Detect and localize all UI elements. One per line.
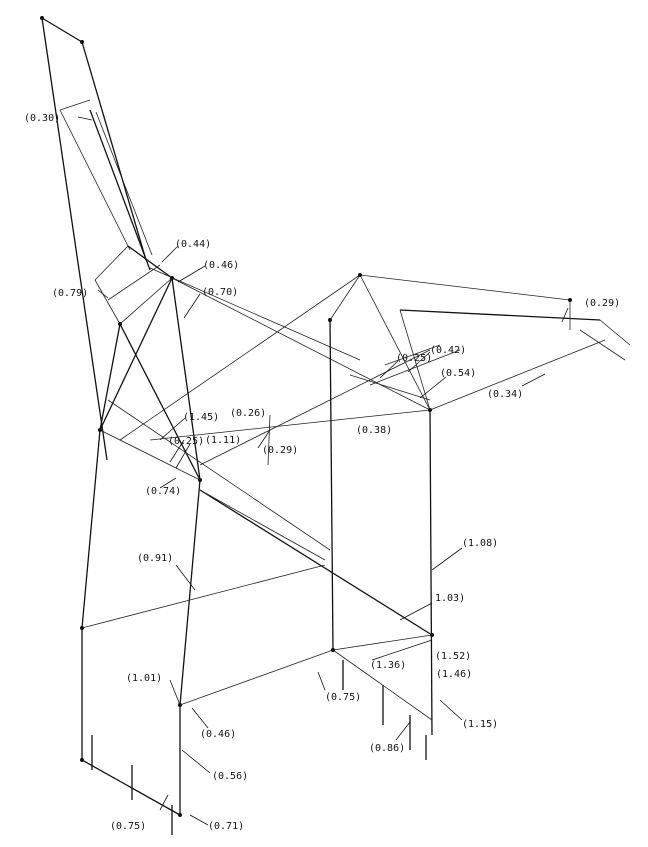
member-label-25: (0.75) <box>325 692 361 703</box>
member-label-28: (0.86) <box>369 743 405 754</box>
member-label-18: (0.91) <box>137 553 173 564</box>
tower-members <box>41 17 331 816</box>
member-label-22: (1.36) <box>370 660 406 671</box>
member-label-1: (0.30) <box>24 113 60 124</box>
member-label-23: (1.46) <box>436 669 472 680</box>
member-label-11: (1.45) <box>183 412 219 423</box>
member-label-13: (0.25) <box>168 436 204 447</box>
member-labels: (0.30) (0.44) (0.46) (0.79) (0.70) (0.29… <box>24 113 620 832</box>
member-label-4: (0.79) <box>52 288 88 299</box>
member-label-20: 1.03) <box>435 593 465 604</box>
member-label-30: (0.75) <box>110 821 146 832</box>
truss-members <box>119 267 631 736</box>
member-label-6: (0.29) <box>584 298 620 309</box>
member-label-31: (0.71) <box>208 821 244 832</box>
member-label-5: (0.70) <box>202 287 238 298</box>
member-label-24: (1.01) <box>126 673 162 684</box>
member-label-16: (0.38) <box>356 425 392 436</box>
member-label-26: (0.46) <box>200 729 236 740</box>
member-label-29: (0.56) <box>212 771 248 782</box>
member-label-2: (0.44) <box>175 239 211 250</box>
member-label-8: (0.42) <box>430 345 466 356</box>
member-label-9: (0.54) <box>440 368 476 379</box>
member-label-12: (0.26) <box>230 408 266 419</box>
member-label-21: (1.52) <box>435 651 471 662</box>
member-label-14: (1.11) <box>205 435 241 446</box>
member-label-3: (0.46) <box>203 260 239 271</box>
member-label-17: (0.74) <box>145 486 181 497</box>
member-label-19: (1.08) <box>462 538 498 549</box>
member-label-10: (0.34) <box>487 389 523 400</box>
support-posts <box>91 660 427 835</box>
structure-nodes <box>40 16 572 817</box>
label-leaders <box>77 116 569 826</box>
member-label-27: (1.15) <box>462 719 498 730</box>
member-label-15: (0.29) <box>262 445 298 456</box>
member-label-7: (0.25) <box>396 353 432 364</box>
